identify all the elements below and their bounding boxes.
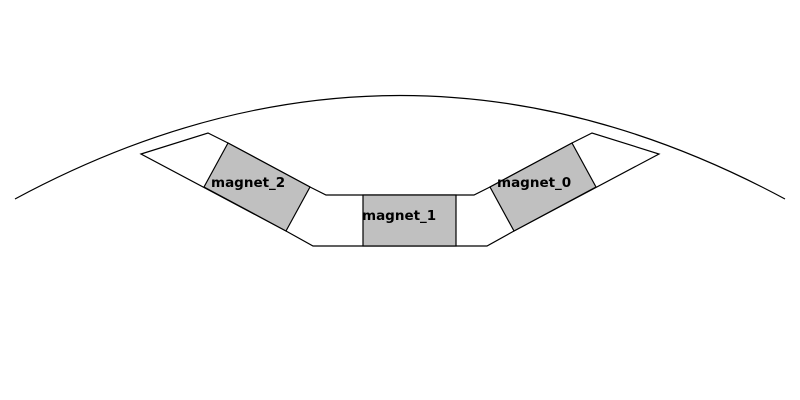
- magnet-0-block: [489, 142, 597, 232]
- magnet-1-block: [362, 194, 457, 247]
- magnet-1[interactable]: magnet_1: [362, 194, 457, 247]
- magnet-2-block: [203, 142, 311, 232]
- magnet-0[interactable]: magnet_0: [489, 142, 597, 232]
- rotor-outer-arc: [14, 95, 786, 200]
- magnet-2[interactable]: magnet_2: [203, 142, 311, 232]
- magnet-2-label: magnet_2: [211, 175, 285, 191]
- magnet-0-label: magnet_0: [497, 175, 571, 191]
- magnet-1-label: magnet_1: [362, 208, 436, 224]
